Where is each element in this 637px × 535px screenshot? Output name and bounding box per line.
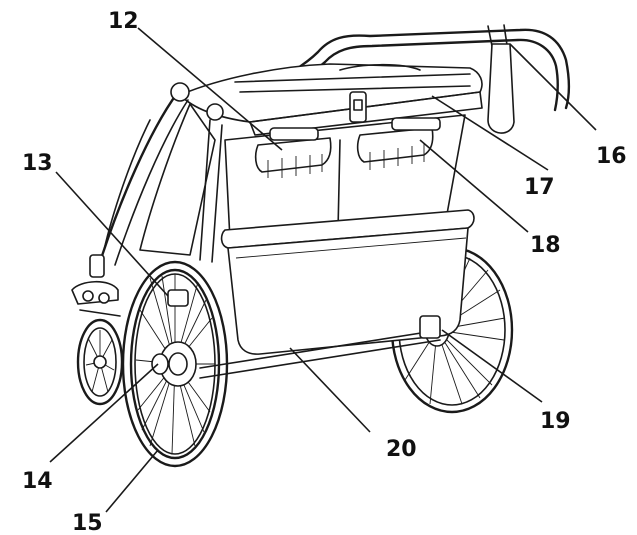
left-side-frame bbox=[89, 82, 224, 278]
leader-15 bbox=[105, 449, 159, 513]
leader-12 bbox=[137, 27, 283, 151]
front-wheel bbox=[71, 280, 124, 406]
leader-17 bbox=[431, 95, 549, 171]
callout-13: 13 bbox=[22, 151, 53, 176]
left-wheel bbox=[121, 260, 229, 468]
seat-back bbox=[224, 114, 466, 241]
canopy-frame bbox=[179, 63, 483, 136]
callout-17: 17 bbox=[524, 175, 555, 200]
leader-19 bbox=[441, 329, 543, 403]
callout-15: 15 bbox=[72, 511, 103, 535]
callout-18: 18 bbox=[530, 233, 561, 258]
storage-basket bbox=[220, 209, 475, 355]
callout-16: 16 bbox=[596, 144, 627, 169]
leader-18 bbox=[419, 139, 529, 233]
leader-13 bbox=[55, 171, 169, 297]
callout-14: 14 bbox=[22, 469, 53, 494]
rear-axle bbox=[199, 315, 441, 379]
leader-20 bbox=[289, 347, 371, 433]
leader-16 bbox=[509, 43, 597, 131]
callout-labels: 12 13 14 15 16 17 18 19 20 bbox=[22, 9, 627, 535]
callout-12: 12 bbox=[108, 9, 139, 34]
leader-lines bbox=[49, 27, 597, 513]
leader-14 bbox=[49, 363, 159, 463]
callout-19: 19 bbox=[540, 409, 571, 434]
callout-20: 20 bbox=[386, 437, 417, 462]
